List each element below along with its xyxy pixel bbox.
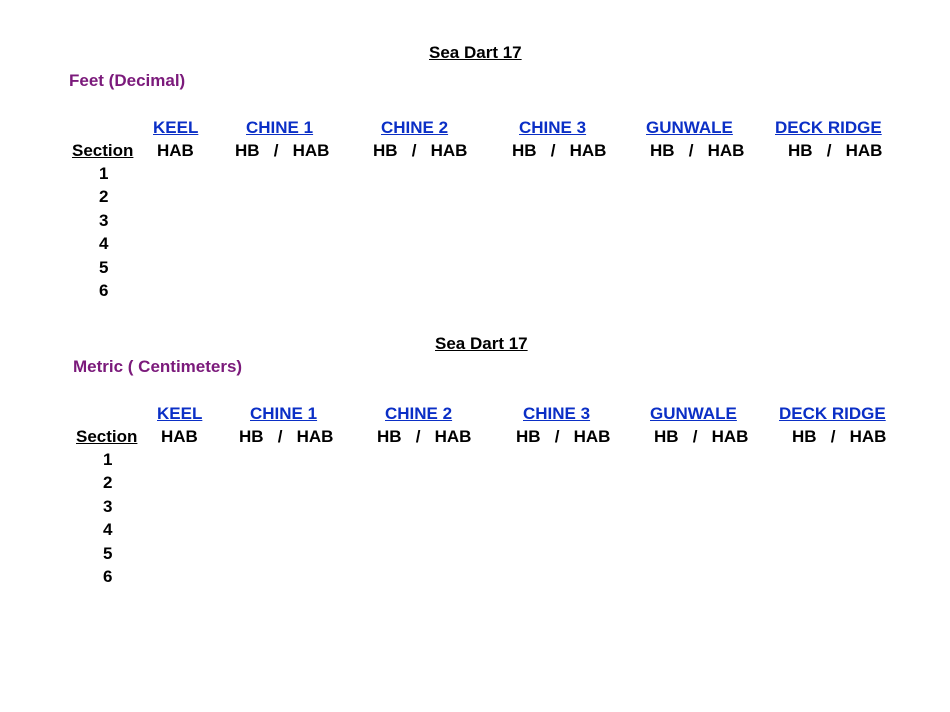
- subheader-4: HB / HAB: [650, 141, 745, 160]
- column-header-chine-1: CHINE 1: [250, 404, 318, 423]
- row-number: 3: [99, 211, 109, 230]
- row-number: 5: [99, 258, 109, 277]
- column-header-chine-2: CHINE 2: [385, 404, 453, 423]
- row-number: 4: [99, 234, 109, 253]
- column-header-gunwale: GUNWALE: [650, 404, 737, 423]
- subheader-5: HB / HAB: [792, 427, 887, 446]
- subheader-2: HB / HAB: [373, 141, 468, 160]
- row-number: 5: [103, 544, 113, 563]
- subheader-0: HAB: [161, 427, 198, 446]
- column-header-chine-3: CHINE 3: [523, 404, 591, 423]
- column-header-chine-3: CHINE 3: [519, 118, 587, 137]
- subheader-3: HB / HAB: [512, 141, 607, 160]
- subheader-3: HB / HAB: [516, 427, 611, 446]
- subheader-2: HB / HAB: [377, 427, 472, 446]
- row-number: 2: [103, 473, 113, 492]
- column-header-deck-ridge: DECK RIDGE: [779, 404, 886, 423]
- section-header: Section: [76, 427, 138, 446]
- subheader-5: HB / HAB: [788, 141, 883, 160]
- subheader-4: HB / HAB: [654, 427, 749, 446]
- column-header-deck-ridge: DECK RIDGE: [775, 118, 882, 137]
- row-number: 1: [103, 450, 113, 469]
- row-number: 2: [99, 187, 109, 206]
- subheader-1: HB / HAB: [239, 427, 334, 446]
- table-title: Sea Dart 17: [435, 334, 528, 353]
- unit-label: Feet (Decimal): [69, 71, 186, 90]
- unit-label: Metric ( Centimeters): [73, 357, 243, 376]
- column-header-keel: KEEL: [157, 404, 203, 423]
- table-title: Sea Dart 17: [429, 43, 522, 62]
- section-header: Section: [72, 141, 134, 160]
- column-header-chine-2: CHINE 2: [381, 118, 449, 137]
- column-header-gunwale: GUNWALE: [646, 118, 733, 137]
- row-number: 4: [103, 520, 113, 539]
- column-header-chine-1: CHINE 1: [246, 118, 314, 137]
- row-number: 6: [99, 281, 109, 300]
- row-number: 6: [103, 567, 113, 586]
- subheader-1: HB / HAB: [235, 141, 330, 160]
- column-header-keel: KEEL: [153, 118, 199, 137]
- row-number: 1: [99, 164, 109, 183]
- subheader-0: HAB: [157, 141, 194, 160]
- row-number: 3: [103, 497, 113, 516]
